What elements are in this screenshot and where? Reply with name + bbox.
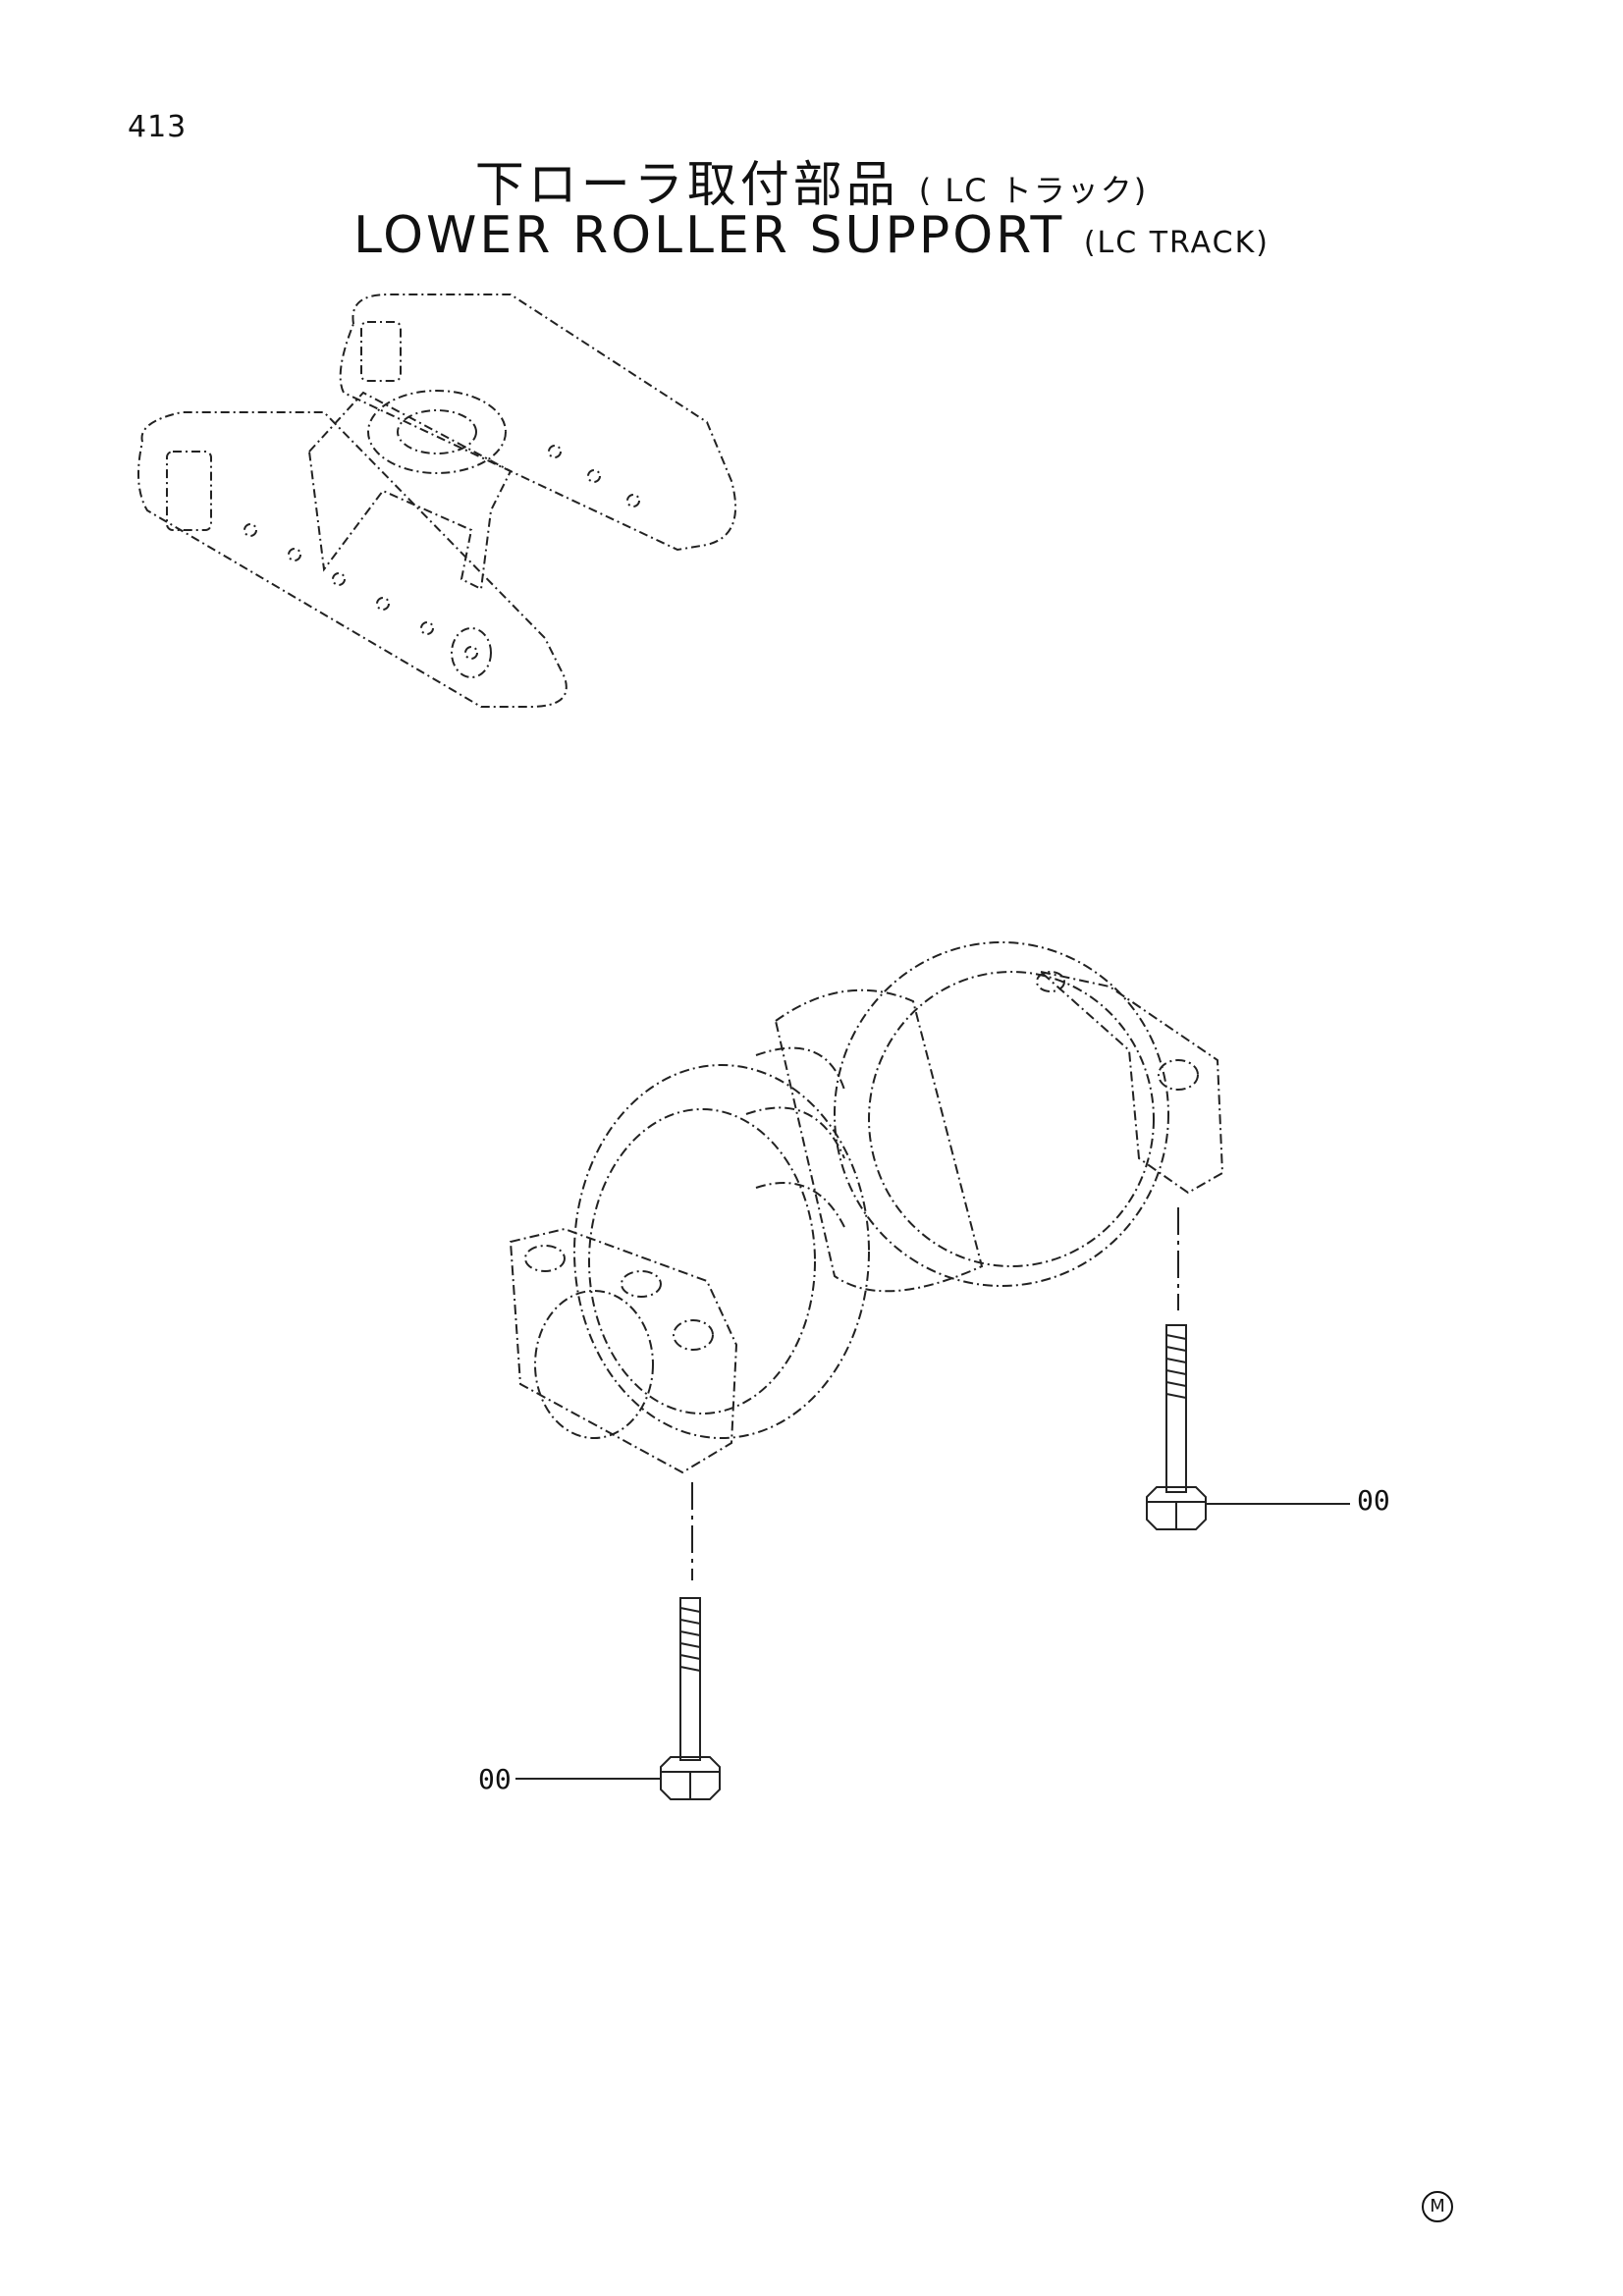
bolt-left-shank [679, 1597, 701, 1761]
undercarriage-rear-track-end [360, 321, 402, 382]
undercarriage-center-frame [307, 391, 513, 591]
maker-mark-icon: M [1422, 2191, 1453, 2222]
front-idler [451, 627, 492, 678]
swing-bearing [367, 390, 507, 474]
roller-left-bracket-hole-2 [621, 1270, 662, 1298]
title-en-main: LOWER ROLLER SUPPORT [352, 206, 1065, 265]
bolt-right [1146, 1324, 1207, 1530]
title-jp-sub: ( LC トラック) [918, 172, 1149, 209]
title-en-sub: (LC TRACK) [1083, 226, 1271, 260]
roller-left-bracket [509, 1227, 738, 1474]
roller-left-flange [573, 1064, 870, 1439]
front-track-rollers [243, 523, 478, 660]
roller-left-bracket-bore [534, 1290, 654, 1439]
bolt-left [660, 1597, 721, 1800]
roller-left-flange-inner [588, 1108, 816, 1415]
page-title-japanese: 下ローラ取付部品 ( LC トラック) [0, 145, 1623, 216]
roller-drum-groove-2 [745, 1106, 845, 1159]
bolt-right-shank [1165, 1324, 1187, 1493]
callout-label-right: 00 [1357, 1484, 1390, 1517]
roller-left-bracket-hole-1 [524, 1245, 566, 1272]
roller-left-bracket-hole-3 [673, 1319, 714, 1351]
roller-drum-groove-1 [755, 1046, 845, 1091]
undercarriage-rear-track [339, 294, 737, 552]
bolt-left-thread [679, 1607, 701, 1672]
callout-label-left: 00 [478, 1763, 512, 1795]
undercarriage-overview-drawing [137, 294, 737, 708]
page-title-english: LOWER ROLLER SUPPORT (LC TRACK) [0, 206, 1623, 265]
swing-bearing-inner [397, 409, 477, 454]
roller-drum-groove-3 [755, 1182, 845, 1228]
roller-right-flange [834, 941, 1169, 1287]
title-jp-main: 下ローラ取付部品 [474, 156, 899, 213]
roller-right-bracket-hole [1158, 1059, 1199, 1091]
lower-roller-drawing [509, 941, 1224, 1474]
roller-right-flange-inner [868, 971, 1155, 1267]
bolt-left-head [660, 1756, 721, 1800]
undercarriage-front-track-end [166, 451, 212, 531]
bolt-right-thread [1165, 1334, 1187, 1399]
bolt-right-head [1146, 1486, 1207, 1530]
roller-drum [774, 988, 984, 1293]
undercarriage-front-track [137, 411, 568, 708]
assembly-centerlines [691, 1207, 1179, 1580]
rear-track-rollers [548, 445, 640, 507]
page-number: 413 [128, 110, 188, 144]
